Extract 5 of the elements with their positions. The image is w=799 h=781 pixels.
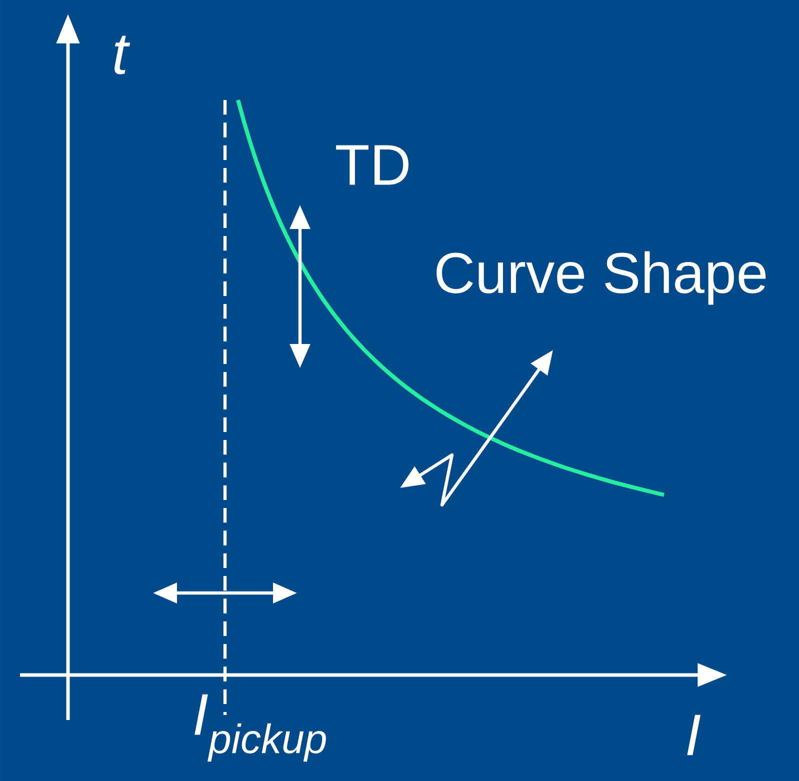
axis-label: TD xyxy=(336,145,408,185)
axis-label: Curve Shape xyxy=(436,251,766,305)
axis-label: I xyxy=(687,714,700,756)
axis-label: I$_{pickup}$ xyxy=(194,694,326,762)
axis-label: t xyxy=(114,36,130,74)
